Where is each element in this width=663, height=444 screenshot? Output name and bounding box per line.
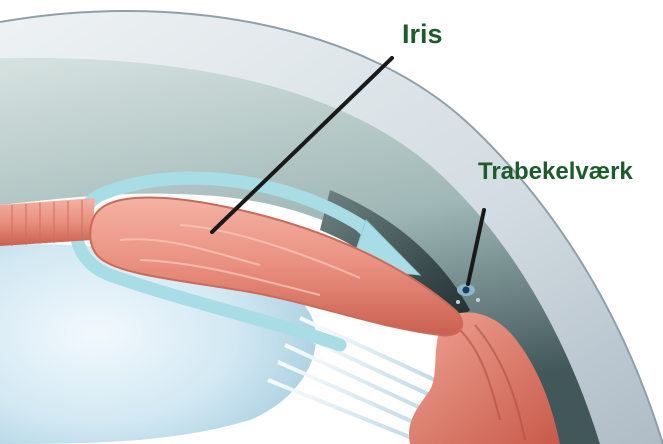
iris-label: Iris [402, 19, 443, 50]
iris-root-band [0, 198, 95, 246]
trabecular-meshwork-label: Trabekelværk [478, 158, 633, 186]
